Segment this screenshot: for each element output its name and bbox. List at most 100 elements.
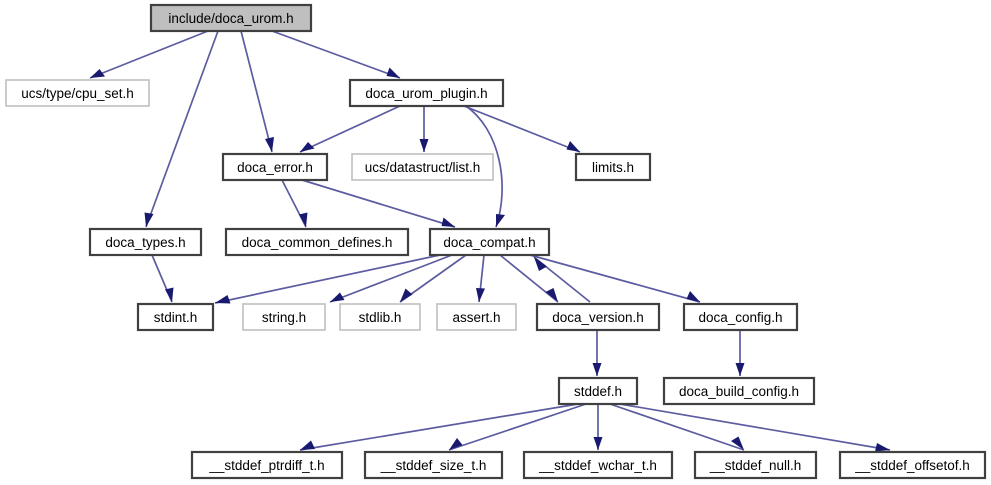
- node-label: limits.h: [592, 160, 634, 175]
- node-label: doca_version.h: [552, 310, 644, 325]
- node-box[interactable]: [682, 302, 799, 332]
- graph-node-doca_types[interactable]: doca_types.h: [88, 227, 203, 257]
- node-box[interactable]: [363, 450, 504, 480]
- node-label: stdlib.h: [359, 310, 402, 325]
- edge-line: [619, 403, 891, 451]
- edge-arrowhead-icon: [386, 67, 400, 78]
- edge-line: [448, 403, 587, 451]
- node-box[interactable]: [224, 227, 410, 257]
- graph-edge: [151, 254, 174, 303]
- graph-node-limits[interactable]: limits.h: [574, 152, 652, 182]
- graph-node-stddef_offsetof[interactable]: __stddef_offsetof.h: [838, 450, 987, 480]
- node-label: stddef.h: [574, 384, 622, 399]
- graph-node-stddef[interactable]: stddef.h: [557, 376, 639, 406]
- node-label: string.h: [262, 310, 306, 325]
- node-box[interactable]: [88, 227, 203, 257]
- node-label: doca_error.h: [237, 160, 313, 175]
- node-box[interactable]: [348, 78, 505, 108]
- node-box[interactable]: [428, 227, 551, 257]
- node-box[interactable]: [557, 376, 639, 406]
- graph-node-stddef_ptrdiff_t[interactable]: __stddef_ptrdiff_t.h: [190, 450, 344, 480]
- edge-arrowhead-icon: [496, 214, 505, 227]
- edge-arrowhead-icon: [299, 212, 308, 227]
- graph-node-stddef_null[interactable]: __stddef_null.h: [693, 450, 818, 480]
- graph-node-stdlib[interactable]: stdlib.h: [339, 303, 421, 331]
- graph-node-stddef_size_t[interactable]: __stddef_size_t.h: [363, 450, 504, 480]
- node-label: doca_types.h: [105, 235, 185, 250]
- edge-arrowhead-icon: [566, 141, 580, 152]
- edge-line: [271, 30, 401, 79]
- node-label: __stddef_wchar_t.h: [538, 458, 657, 473]
- node-box[interactable]: [351, 153, 494, 181]
- graph-node-doca_urom[interactable]: include/doca_urom.h: [149, 3, 313, 33]
- edge-line: [299, 403, 579, 451]
- node-box[interactable]: [136, 302, 215, 332]
- edge-line: [240, 30, 273, 153]
- node-box[interactable]: [436, 303, 517, 331]
- graph-node-assert[interactable]: assert.h: [436, 303, 517, 331]
- edge-line: [145, 30, 219, 228]
- edge-line: [529, 254, 701, 303]
- graph-edge: [463, 105, 581, 153]
- graph-edges-layer: [89, 30, 891, 452]
- edge-arrowhead-icon: [90, 69, 105, 78]
- graph-node-list[interactable]: ucs/datastruct/list.h: [351, 153, 494, 181]
- edge-arrowhead-icon: [875, 443, 890, 452]
- node-box[interactable]: [5, 79, 150, 107]
- node-box[interactable]: [190, 450, 344, 480]
- graph-edge: [476, 254, 485, 303]
- node-label: __stddef_ptrdiff_t.h: [208, 458, 324, 473]
- graph-node-doca_common_defines[interactable]: doca_common_defines.h: [224, 227, 410, 257]
- edge-arrowhead-icon: [300, 142, 315, 152]
- edge-line: [329, 254, 453, 303]
- edge-arrowhead-icon: [476, 288, 485, 302]
- edge-arrowhead-icon: [593, 437, 603, 450]
- graph-node-doca_compat[interactable]: doca_compat.h: [428, 227, 551, 257]
- graph-node-doca_config[interactable]: doca_config.h: [682, 302, 799, 332]
- graph-edge: [593, 404, 603, 450]
- node-label: doca_common_defines.h: [242, 235, 393, 250]
- node-label: stdint.h: [154, 310, 198, 325]
- node-label: ucs/datastruct/list.h: [365, 160, 481, 175]
- node-box[interactable]: [535, 302, 661, 332]
- edge-arrowhead-icon: [534, 257, 547, 271]
- edge-arrowhead-icon: [165, 287, 174, 302]
- edge-arrowhead-icon: [592, 363, 602, 376]
- edge-line: [299, 105, 401, 153]
- graph-node-doca_error[interactable]: doca_error.h: [221, 152, 329, 182]
- graph-node-string[interactable]: string.h: [242, 303, 326, 331]
- edge-arrowhead-icon: [449, 438, 463, 450]
- node-label: include/doca_urom.h: [168, 11, 293, 26]
- edge-line: [465, 105, 503, 228]
- node-label: doca_urom_plugin.h: [365, 86, 487, 101]
- graph-edge: [240, 30, 274, 153]
- edge-arrowhead-icon: [686, 291, 700, 302]
- graph-node-doca_build_config[interactable]: doca_build_config.h: [662, 376, 816, 406]
- edge-arrowhead-icon: [215, 295, 231, 304]
- edge-line: [609, 403, 745, 451]
- graph-edge: [281, 179, 308, 228]
- node-box[interactable]: [522, 450, 674, 480]
- graph-edge: [399, 254, 467, 303]
- graph-node-stdint[interactable]: stdint.h: [136, 302, 215, 332]
- graph-edge: [448, 403, 587, 451]
- node-box[interactable]: [693, 450, 818, 480]
- graph-edge: [533, 256, 591, 303]
- graph-edge: [89, 30, 209, 79]
- node-box[interactable]: [221, 152, 329, 182]
- graph-node-doca_version[interactable]: doca_version.h: [535, 302, 661, 332]
- node-box[interactable]: [242, 303, 326, 331]
- graph-node-cpu_set[interactable]: ucs/type/cpu_set.h: [5, 79, 150, 107]
- node-box[interactable]: [339, 303, 421, 331]
- graph-node-doca_urom_plugin[interactable]: doca_urom_plugin.h: [348, 78, 505, 108]
- node-box[interactable]: [149, 3, 313, 33]
- edge-arrowhead-icon: [735, 363, 745, 376]
- graph-edge: [329, 254, 453, 303]
- node-box[interactable]: [838, 450, 987, 480]
- node-box[interactable]: [662, 376, 816, 406]
- edge-arrowhead-icon: [300, 440, 315, 450]
- graph-node-stddef_wchar_t[interactable]: __stddef_wchar_t.h: [522, 450, 674, 480]
- node-box[interactable]: [574, 152, 652, 182]
